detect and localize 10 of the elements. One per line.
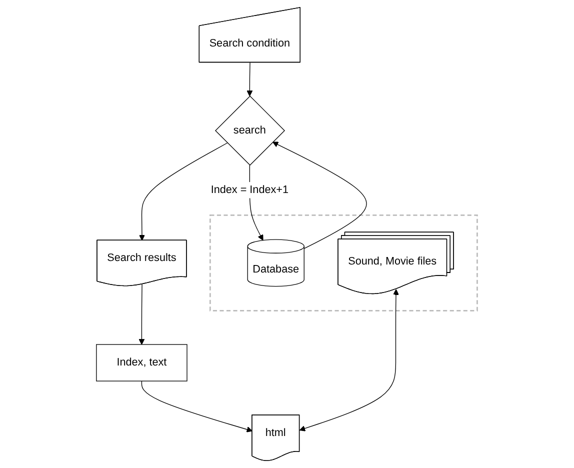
arrow bbox=[300, 289, 400, 432]
arrow bbox=[142, 380, 253, 432]
node-box: Index, text bbox=[96, 344, 188, 382]
arrow bbox=[138, 284, 145, 345]
node-diamond: search bbox=[215, 96, 286, 166]
arrow bbox=[272, 142, 367, 249]
cluster bbox=[210, 214, 478, 312]
arrow bbox=[139, 142, 228, 241]
arrow bbox=[246, 62, 253, 96]
edge-label: Index = Index+1 bbox=[211, 184, 289, 196]
